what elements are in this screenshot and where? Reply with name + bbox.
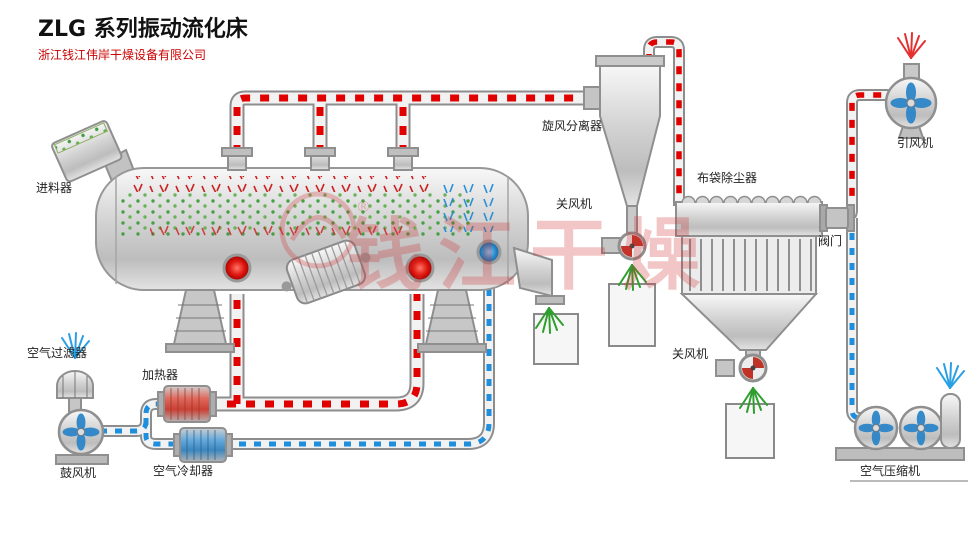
product-bin: [533, 313, 579, 365]
bagfilter-rotary-valve: [738, 353, 768, 383]
equipment-labels: 进料器 旋风分离器 关风机 布袋除尘器 阀门 引风机 关风机 空气过滤器 鼓风机…: [27, 118, 933, 480]
company-name: 浙江钱江伟岸干燥设备有限公司: [38, 47, 206, 62]
cold-air-inlet: [476, 239, 502, 265]
cyclone-separator: [583, 55, 665, 347]
bagfilter-bin: [725, 403, 775, 459]
cyclone-bin: [608, 283, 656, 347]
pulse-air-valve: [819, 204, 855, 232]
hot-air-inlet-left: [222, 253, 252, 283]
hot-air-inlet-right: [405, 253, 435, 283]
filter-bags: [689, 239, 812, 291]
bag-dust-collector: [675, 195, 823, 459]
watermark-registered: ®: [356, 198, 371, 216]
watermark-text: 钱江干燥: [346, 211, 714, 301]
cyclone-rotary-valve-label: 关风机: [556, 197, 592, 211]
air-receiver-tank: [940, 393, 961, 449]
feeder-hopper: [51, 120, 138, 188]
air-cooler: [173, 427, 233, 463]
air-filter-label: 空气过滤器: [27, 345, 87, 360]
air-compressor: [835, 393, 968, 482]
fluid-bed: [95, 147, 579, 365]
blower-label: 鼓风机: [60, 466, 96, 480]
cyclone-label: 旋风分离器: [542, 118, 602, 133]
bagfilter-rotary-valve-label: 关风机: [672, 347, 708, 361]
bed-top-nozzles: [221, 147, 419, 171]
induced-fan-label: 引风机: [897, 136, 933, 150]
compressor-air-spray-icon: [936, 362, 965, 389]
bed-supports: [165, 289, 487, 353]
bag-filter-label: 布袋除尘器: [697, 170, 757, 185]
exhaust-spray-icon: [897, 32, 926, 59]
blower-fan: [55, 408, 109, 465]
heater-label: 加热器: [142, 368, 178, 382]
induced-draft-fan: [884, 63, 938, 139]
pulse-valve-domes: [681, 195, 822, 204]
vibration-motor: [281, 239, 371, 305]
page-title: ZLG 系列振动流化床: [38, 16, 249, 42]
air-compressor-label: 空气压缩机: [860, 463, 920, 478]
feeder-label: 进料器: [36, 181, 72, 195]
heater: [157, 385, 217, 423]
watermark: ® 钱江干燥: [279, 191, 714, 301]
air-cooler-label: 空气冷却器: [153, 463, 213, 478]
valve-label: 阀门: [818, 233, 842, 248]
air-filter: [56, 370, 94, 413]
